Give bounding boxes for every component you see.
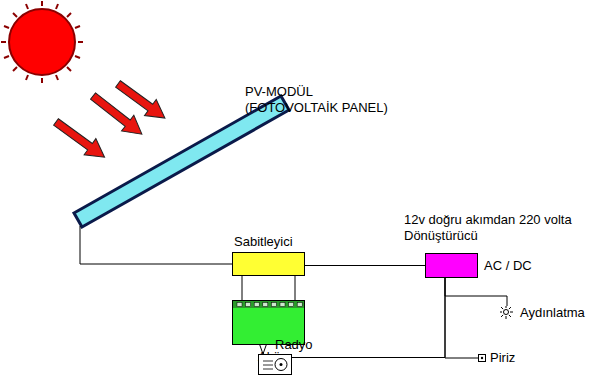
node-label: Radyo <box>275 337 313 353</box>
socket-symbol: Piriz <box>478 354 486 362</box>
lamp-ray <box>506 316 507 319</box>
panel-wire <box>80 226 232 264</box>
battery-cell-cap <box>254 303 259 307</box>
radio-speaker-slot <box>263 369 273 370</box>
battery-cell-cap <box>246 303 251 307</box>
radio-dial <box>275 359 287 371</box>
lamp-ray <box>506 306 507 308</box>
node-label: Piriz <box>490 350 515 366</box>
socket-hole <box>481 357 483 359</box>
panel-label: PV-MODÜL (FOTOVOLTAİK PANEL) <box>245 84 395 117</box>
wire <box>445 278 507 306</box>
lamp-ray <box>509 315 511 317</box>
sun-rays-arrows <box>50 76 171 165</box>
socket-symbol-art <box>479 355 487 363</box>
node-label: Aydınlatma <box>520 305 585 321</box>
node-sublabel: AC / DC <box>484 258 532 274</box>
node-label: Sabitleyici <box>234 234 293 250</box>
pv-panel <box>74 96 289 227</box>
lamp-ray <box>509 307 511 309</box>
battery-cell-cap <box>280 303 285 307</box>
lamp-ray <box>501 307 503 309</box>
wire <box>445 278 478 358</box>
battery-cell-cap <box>297 303 302 307</box>
wire <box>292 278 445 358</box>
inverter-box: 12v doğru akımdan 220 volta DönüştürücüA… <box>425 253 478 278</box>
battery-cell-cap <box>263 303 268 307</box>
node-label: 12v doğru akımdan 220 volta Dönüştürücü <box>404 212 589 245</box>
lamp-ray <box>510 312 513 313</box>
radio-knob <box>280 363 283 366</box>
lamp-symbol-art <box>500 306 514 320</box>
radio-speaker-slot <box>263 361 273 362</box>
wire <box>305 265 425 266</box>
sun <box>1 1 83 83</box>
battery-wire <box>295 276 296 300</box>
lamp-bulb <box>504 310 509 315</box>
lamp-ray <box>501 315 503 317</box>
battery-top <box>233 301 304 308</box>
wire <box>242 276 243 300</box>
regulator-box: Sabitleyici <box>232 252 305 276</box>
battery-cell-cap <box>271 303 276 307</box>
battery-cell-cap <box>237 303 242 307</box>
radio-symbol-art <box>259 355 293 376</box>
lamp-ray <box>500 312 502 313</box>
battery-cell-cap <box>289 303 294 307</box>
radio-speaker-slot <box>263 365 273 366</box>
lamp-symbol: Aydınlatma <box>500 306 514 320</box>
radio-symbol: Radyo <box>258 354 292 375</box>
